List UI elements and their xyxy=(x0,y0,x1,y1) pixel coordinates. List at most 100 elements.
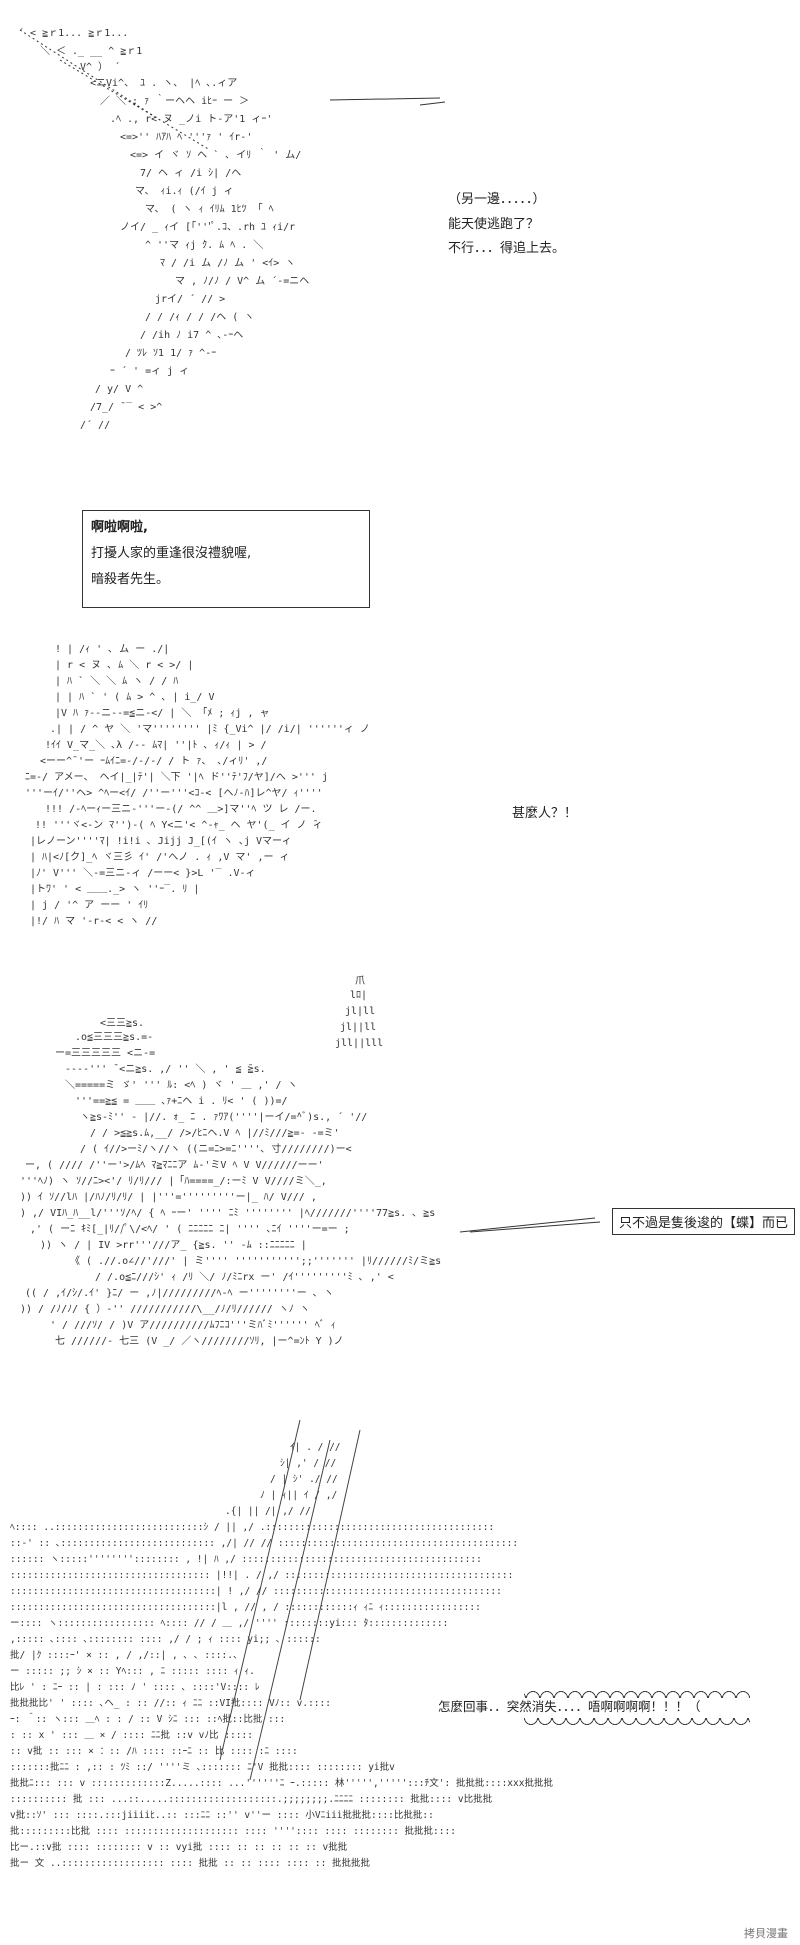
svg-text:|V ﾊ ｧ--ニ--=≦ニ-</ | ＼ 「: |V ﾊ ｧ--ニ--=≦ニ-</ | ＼ 「ﾒ ; ｨj , ャ xyxy=(55,707,270,719)
svg-text:)) ｲ ｿ//lﾊ |/ﾊﾉ/ﾘ/ﾘ/ |: )) ｲ ｿ//lﾊ |/ﾊﾉ/ﾘ/ﾘ/ | |'''='''''''''ー|_… xyxy=(20,1192,317,1203)
caption-line-1: （另一邊．．．．．） xyxy=(448,192,546,207)
svg-text:／ ＼ ; ｧ ｀ーヘヘ iﾋｰ ー: ／ ＼ ; ｧ ｀ーヘヘ iﾋｰ ー ＞ xyxy=(100,93,249,107)
svg-text:比ー.::v批 :::: :::::::: v ::: 比ー.::v批 :::: :::::::: v :: vyi批 :::: :: … xyxy=(10,1841,348,1853)
panel-3: ! | /ｨ ' ､ ム ー ./| | r < ヌ ､ ﾑ ＼ r < >/ … xyxy=(0,630,800,950)
svg-text:《 ( .//.o∠//'///' | ミ'''': 《 ( .//.o∠//'///' | ミ'''' ''''''''''';;'… xyxy=(70,1255,441,1267)
svg-text:比ﾚ ' : ﾆｰ :: | : :: 比ﾚ ' : ﾆｰ :: | : ::: ﾉ ' :::: ､ ::::'V::… xyxy=(10,1681,260,1693)
svg-text:' / ///ｿ/ / )V ア///: ' / ///ｿ/ / )V ア//////////ﾑﾌﾆｺ'''ミﾊﾞﾐ'''… xyxy=(50,1319,336,1331)
dialog-box: 啊啦啊啦, 打擾人家的重逢很沒禮貌喔, 暗殺者先生。 xyxy=(82,510,370,608)
svg-text:|レノーン''''ﾏ| !i!i ､ Jijj J_[(ｲ: |レノーン''''ﾏ| !i!i ､ Jijj J_[(ｲ ヽ ､j Vマーィ xyxy=(30,836,292,847)
svg-text:マ、 ( ヽ ｨ ｲﾘﾑ 1ﾋﾂ 「 ﾍ: マ、 ( ヽ ｨ ｲﾘﾑ 1ﾋﾂ 「 ﾍ xyxy=(145,203,274,215)
dialog-line-2: 打擾人家的重逢很沒禮貌喔, xyxy=(91,546,252,561)
svg-text:|ﾉ' V''' ＼-=三ニ-ィ /ーー< }>: |ﾉ' V''' ＼-=三ニ-ィ /ーー< }>L '‾ .V-ィ xyxy=(30,867,256,879)
panel-5: ｲ| . / // ｼ| ,' / // / | ｼ' ./ // ﾉ | ｨ|… xyxy=(0,1400,800,1945)
svg-text:'''==≧≦ = ＿＿ ､ｧ+ﾆヘ: '''==≧≦ = ＿＿ ､ｧ+ﾆヘ i . ﾘ< ' ( ))=/ xyxy=(75,1096,288,1107)
shout-caption: 甚麼人？！ xyxy=(512,806,578,821)
svg-text:ﾆ=-/ アメー、 ヘイ|_|ﾃ'| ＼下 '|ﾍ ド'': ﾆ=-/ アメー、 ヘイ|_|ﾃ'| ＼下 '|ﾍ ド''ﾃ'ﾌ/ヤ]/へ >'… xyxy=(25,771,328,783)
svg-text:マ、 ｨi.ｨ (/ｲ j ィ: マ、 ｨi.ｨ (/ｲ j ィ xyxy=(135,186,234,197)
svg-text:.| | / ^ ヤ ＼ 'マ'''''''' |ﾐ: .| | / ^ ヤ ＼ 'マ'''''''' |ﾐ {_Vi^ |/ /i/|… xyxy=(50,723,370,735)
svg-text:----''' ̄ <ニ≧s. ,/ '': ----''' ̄ <ニ≧s. ,/ '' ＼ , ' ≦ ̄≧s. xyxy=(65,1063,266,1075)
svg-text:批ー 文 ..:::::::::::::::::: :: 批ー 文 ..:::::::::::::::::: :::: 批批 :: :: … xyxy=(10,1857,371,1869)
svg-text:/´ //: /´ // xyxy=(80,419,110,431)
svg-text:.ﾍ ., r< ヌ _ノi ト-ア'1 ィｰ': .ﾍ ., r< ヌ _ノi ト-ア'1 ィｰ' xyxy=(110,114,272,125)
svg-text:＼=====ミ ゞ' ''' ﾙ: <ﾍ ): ＼=====ミ ゞ' ''' ﾙ: <ﾍ ) ヾ ' ＿ ,' / ヽ xyxy=(65,1079,298,1091)
svg-text:七 //////- 七三 (V _/ ／ヽ//: 七 //////- 七三 (V _/ ／ヽ////////ｿﾘ, |ー^=ﾝﾄ … xyxy=(55,1335,344,1347)
shout-burst-top xyxy=(524,1684,750,1698)
ascii-art-ambush-scene: ｲ| . / // ｼ| ,' / // / | ｼ' ./ // ﾉ | ｨ|… xyxy=(10,1419,553,1869)
svg-text:) ,/ VIﾊ_ﾊ__l/'''ｿ/ﾍ/: ) ,/ VIﾊ_ﾊ__l/'''ｿ/ﾍ/ { ﾍ ｰー' '''' ﾆﾐ ''… xyxy=(20,1208,435,1219)
svg-text:::::::::::::::::::::::::::::::: ::::::::::::::::::::::::::::::::::: |!!|… xyxy=(10,1570,513,1581)
svg-text:ー, ( //// /''ー'>/ﾑﾍ ﾏ≧ﾏ: ー, ( //// /''ー'>/ﾑﾍ ﾏ≧ﾏﾆﾆア ﾑ-'ミV ﾍ V V//… xyxy=(25,1160,324,1171)
svg-text:!!! /-ﾍーｨー三ニ-'''ー-(/ ^^ ＿>]: !!! /-ﾍーｨー三ニ-'''ー-(/ ^^ ＿>]マ''ﾍ ツ レ /ー. xyxy=(45,804,317,815)
svg-text:jrイ/ ´ // >: jrイ/ ´ // > xyxy=(155,293,225,305)
svg-text:批批批比' ' :::: ､ヘ_ : :: //:: 批批批比' ' :::: ､ヘ_ : :: //:: ｨ ﾆﾆ ::VI批:::… xyxy=(10,1697,331,1709)
svg-text:!! '''ヾ<-ン ﾏ'')-( ﾍ Y<ニ'<: !! '''ヾ<-ン ﾏ'')-( ﾍ Y<ニ'< ^-ｬ_ ヘ ヤ'(_ イ … xyxy=(35,820,323,831)
svg-text:ｼ| ,' / //: ｼ| ,' / // xyxy=(280,1458,336,1469)
svg-text:<三三≧s.: <三三≧s. xyxy=(100,1018,144,1029)
svg-text:<ニVi^、 ﾕ . ヽ、 |ﾍ ､.ィア: <ニVi^、 ﾕ . ヽ、 |ﾍ ､.ィア xyxy=(90,78,237,89)
svg-text:jl||ll: jl||ll xyxy=(340,1022,376,1033)
dialog-line-1: 啊啦啊啦, xyxy=(91,520,148,535)
svg-text:!ｲｲ V_マ_＼ ､λ /-- ﾑﾏ| ''|: !ｲｲ V_マ_＼ ､λ /-- ﾑﾏ| ''|ﾄ ､ ｨ/ｨ | > / xyxy=(45,739,267,751)
svg-text:,' ( ーﾆ ｷﾐ[_|ﾘ//ﾟ\/<ﾍ: ,' ( ーﾆ ｷﾐ[_|ﾘ//ﾟ\/<ﾍ/ ' ( ﾆﾆﾆﾆﾆ ﾆ| ''''… xyxy=(30,1223,350,1235)
svg-text:/ | ｼ' ./ //: / | ｼ' ./ // xyxy=(270,1474,338,1485)
svg-text:批/ |ｸ ::::ｰ' × :: ,: 批/ |ｸ ::::ｰ' × :: , / ,/::| , ､ ､ ::::.、 xyxy=(10,1649,242,1661)
svg-text:ー ::::: ;; ｼ × :: Yﾍ:::: ー ::::: ;; ｼ × :: Yﾍ::: , ﾆ ::::: :::: ｨ… xyxy=(10,1666,255,1677)
svg-text:/ /.o≦ﾆ///ｼ' ｨ /ﾘ ＼/ ﾉ/ﾐﾆr: / /.o≦ﾆ///ｼ' ｨ /ﾘ ＼/ ﾉ/ﾐﾆrx ー' /ｲ'''''''… xyxy=(95,1271,394,1283)
caption-line-2: 能天使逃跑了？ xyxy=(448,216,540,232)
svg-text:ﾍ:::: ..:::::::::::::::::::::: ﾍ:::: ..::::::::::::::::::::::::::ｼ / ||… xyxy=(10,1522,494,1533)
svg-text:| j / '^ ア: | j / '^ ア ーー ' ｲﾘ xyxy=(30,900,148,911)
svg-text:^ ''マ ｨj ｸ. ﾑ ﾍ: ^ ''マ ｨj ｸ. ﾑ ﾍ . ＼ xyxy=(145,239,263,251)
svg-text:V^ ） ´: V^ ） ´ xyxy=(80,61,120,73)
svg-text:|トﾜ' ' < ＿＿._> ヽ: |トﾜ' ' < ＿＿._> ヽ ''ｰ‾. ﾘ | xyxy=(30,884,199,895)
svg-text:: :: x ' ::: ＿ × / ::: : :: x ' ::: ＿ × / :::: ﾆﾆ批 ::v vﾉ比 ::::… xyxy=(10,1729,253,1741)
svg-text:| r < ヌ ､ ﾑ ＼ r <: | r < ヌ ､ ﾑ ＼ r < >/ | xyxy=(55,659,193,671)
svg-text:jl|ll: jl|ll xyxy=(345,1006,375,1017)
svg-text:ノイ/ _ ｨイ [「'''ﾟ.ｺ、.rh ﾕ: ノイ/ _ ｨイ [「'''ﾟ.ｺ、.rh ﾕ ｨi/r xyxy=(120,221,295,233)
svg-text:ﾏ / /i ム /ﾉ ム ' <ｲ> ヽ: ﾏ / /i ム /ﾉ ム ' <ｲ> ヽ xyxy=(160,257,295,269)
svg-text:爪: 爪 xyxy=(355,976,365,987)
svg-text:ー:::: ヽ::::::::::::::::: ﾍ::: ー:::: ヽ::::::::::::::::: ﾍ:::: // / ＿ ,/… xyxy=(10,1618,448,1629)
svg-text::::::: ヽ:::::''''''''::::::::: :::::: ヽ:::::'''''''':::::::: , !| ﾊ ,/ … xyxy=(10,1554,482,1565)
svg-text:/ /ih ﾉ i7 ^ ､-ｰヘ: / /ih ﾉ i7 ^ ､-ｰヘ xyxy=(140,330,243,341)
shout-burst-bottom xyxy=(524,1718,750,1732)
svg-text:| | ﾊ ` ' ( ﾑ > ^ ､: | | ﾊ ` ' ( ﾑ > ^ ､ | i_/ V xyxy=(55,691,215,703)
svg-text:(( / ,ｲ/ｼ/.ｲ' }ﾆ/ ー: (( / ,ｲ/ｼ/.ｲ' }ﾆ/ ー ,ﾉ|/////////ﾍ-ﾍ ー'''… xyxy=(25,1288,334,1299)
ascii-art-confrontation: ! | /ｨ ' ､ ム ー ./| | r < ヌ ､ ﾑ ＼ r < >/ … xyxy=(25,643,370,927)
svg-text:,::::: ､:::: ､::::::::: ,::::: ､:::: ､:::::::: :::: ,/ / ; ｨ :::… xyxy=(10,1634,321,1645)
svg-text:ヽ≧s-ﾐ'' - |//. ｫ_: ヽ≧s-ﾐ'' - |//. ｫ_ ﾆ . ｧﾜｱ(''''|ーイ/=^ﾞ)s.… xyxy=(80,1111,367,1123)
watermark-text: 拷貝漫畫 xyxy=(744,1927,788,1940)
svg-text:7/ ヘ ィ /i ｼ| /ヘ: 7/ ヘ ィ /i ｼ| /ヘ xyxy=(140,168,241,179)
ascii-art-butterfly-swarm: 爪 lﾛ| jl|ll jl||ll jll||lll <三三≧s. .o≦三三… xyxy=(20,976,601,1347)
svg-text:/ y/ V ^: / y/ V ^ xyxy=(95,384,143,395)
svg-text:)) / /ﾉ/ﾉ/ { ）-'' /: )) / /ﾉ/ﾉ/ { ）-'' ///////////\__/ﾉ/ﾘ////… xyxy=(20,1303,310,1315)
svg-text:マ , ﾉ/ﾉ / V^ ム ´-=ニ: マ , ﾉ/ﾉ / V^ ム ´-=ニヘ xyxy=(175,275,309,287)
svg-text:/ / >≦≧s.ﾑ,__/ />/ﾋﾆヘ.V: / / >≦≧s.ﾑ,__/ />/ﾋﾆヘ.V ﾍ |//ﾐ///≧=- -=ミ… xyxy=(90,1127,340,1139)
svg-text:jll||lll: jll||lll xyxy=(335,1038,383,1049)
svg-text::::::::::: 批 ::: ...::.....:: :::::::::: 批 ::: ...::.....:::::::::::::… xyxy=(10,1793,493,1805)
svg-text:ｲ| . / //: ｲ| . / // xyxy=(290,1442,341,1453)
shout-text: 怎麼回事．．突然消失．．．．唔啊啊啊啊！！！（ xyxy=(438,1699,701,1714)
svg-text:.{| || /| ,/ //: .{| || /| ,/ // xyxy=(225,1506,311,1517)
dialog-line-3: 暗殺者先生。 xyxy=(91,572,170,587)
svg-text:lﾛ|: lﾛ| xyxy=(350,990,367,1001)
svg-text:/ ﾂﾚ ｿ1 1/ ｧ ^-ｰ: / ﾂﾚ ｿ1 1/ ｧ ^-ｰ xyxy=(125,348,216,359)
svg-text::::::::批ﾆﾆ : ,:: : ﾂﾐ ::/: :::::::批ﾆﾆ : ,:: : ﾂﾐ ::/ ''''ミ ､:::::::… xyxy=(10,1761,395,1773)
svg-text::: v批 :: ::: × ：:: /ﾊ :::: :: v批 :: ::: × ：:: /ﾊ :::: ::ｰﾆ :: 比 :::… xyxy=(10,1745,298,1757)
svg-text:)) ヽ / | IV >rr'''//: )) ヽ / | IV >rr'''///ア_ {≧s. '' -ﾑ ::ﾆﾆﾆ… xyxy=(40,1240,307,1251)
svg-text:v批::ｿ' ::: ::::.:::jiiiiﾋ..:: v批::ｿ' ::: ::::.:::jiiiiﾋ..:: :::ﾆﾆ ::''… xyxy=(10,1809,434,1821)
svg-text:|!/ ﾊ マ '-r-<: |!/ ﾊ マ '-r-< < ヽ // xyxy=(30,916,157,927)
svg-text:<=>'' ﾊｱﾊ ﾍ '''ｧ ' ｲr-': <=>'' ﾊｱﾊ ﾍ '''ｧ ' ｲr-' xyxy=(120,132,252,143)
svg-text:! | /ｨ ' ､ ム: ! | /ｨ ' ､ ム ー ./| xyxy=(55,643,169,655)
svg-text:批:::::::::比批 :::: ::::::::::: 批:::::::::比批 :::: :::::::::::::::::::: :… xyxy=(10,1825,456,1837)
ascii-art-angel-fleeing: ´ < ≧ｒ1... ≧ｒ1... ＼ ＜ ._ __ ^ ≧ｒ1 V^ ） ´… xyxy=(18,27,446,431)
svg-text:＼ ＜ ._ __ ^ ≧ｒ1: ＼ ＜ ._ __ ^ ≧ｒ1 xyxy=(40,45,142,57)
svg-text:/ ( ｲ//>ーﾐ/ヽ//ヽ ((ニ=ﾆ>=ﾆ: / ( ｲ//>ーﾐ/ヽ//ヽ ((ニ=ﾆ>=ﾆ''''､ 寸////////)… xyxy=(80,1142,352,1155)
svg-text:'''ﾍﾉ) ヽ ｿ//ﾆ><'/ ﾘ/ﾘ///: '''ﾍﾉ) ヽ ｿ//ﾆ><'/ ﾘ/ﾘ/// |「ﾊ====_/:ーﾐ V … xyxy=(20,1175,327,1187)
svg-text:批批ﾆ::: ::: v :::::::::::::Z..: 批批ﾆ::: ::: v :::::::::::::Z.....:::: ...… xyxy=(10,1777,553,1789)
narration-caption: （另一邊．．．．．） 能天使逃跑了？ 不行．．．得追上去。 xyxy=(448,188,565,262)
panel-2: 啊啦啊啦, 打擾人家的重逢很沒禮貌喔, 暗殺者先生。 xyxy=(0,470,800,610)
caption-line-3: 不行．．．得追上去。 xyxy=(448,241,566,257)
svg-text:ー=三三三三三 <ニ-=: ー=三三三三三 <ニ-= xyxy=(55,1048,155,1059)
svg-text:ｰ ´ ' =ィ j ィ: ｰ ´ ' =ィ j ィ xyxy=(110,365,189,377)
